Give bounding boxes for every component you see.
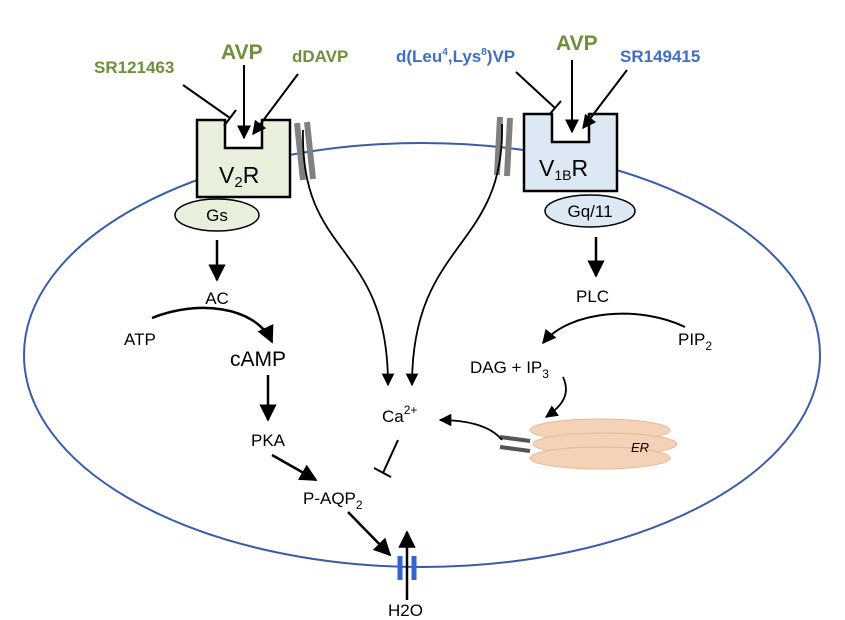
avp-left-label: AVP (221, 41, 263, 64)
pip2-to-dag-ip3-arrow (542, 312, 686, 345)
pka-label: PKA (251, 431, 286, 450)
pip2-label: PIP2 (678, 330, 712, 353)
atp-to-camp-arrow (151, 306, 274, 344)
dag-ip3-label: DAG + IP3 (470, 358, 549, 381)
sr121463-label: SR121463 (94, 58, 174, 77)
left-calcium-influx-arrow (302, 129, 395, 387)
avp-right-label: AVP (556, 32, 598, 55)
sr121463-inhibit-bar (223, 109, 237, 127)
p-aqp2-label: P-AQP2 (303, 489, 363, 512)
ddavp-label: dDAVP (292, 47, 348, 66)
pka-to-paqp2-arrow (271, 453, 318, 482)
endoplasmic-reticulum: ER (499, 418, 678, 470)
er-calcium-release-arrow (438, 413, 503, 441)
plc-label: PLC (576, 287, 609, 306)
ddavp-arrow (252, 73, 299, 136)
ip3-to-er-arrow (544, 376, 567, 418)
right-calcium-influx-arrow (405, 123, 503, 387)
leu-lys-vp-inhibit-bar (548, 100, 562, 116)
v1b-receptor: V1BR (522, 112, 619, 193)
svg-text:V2R: V2R (219, 162, 259, 191)
leu-lys-vp-label: d(Leu4,Lys8)VP (396, 47, 515, 66)
calcium-inhibit-bar (373, 467, 392, 478)
left-calcium-channel (294, 121, 316, 181)
svg-text:Gq/11: Gq/11 (567, 202, 612, 221)
sr149415-arrow (582, 69, 628, 130)
sr121463-inhibit-line (182, 84, 231, 119)
gq11-protein: Gq/11 (544, 194, 636, 228)
leu-lys-vp-inhibit-line (515, 71, 556, 109)
water-label: H2O (388, 601, 423, 620)
right-calcium-channel (494, 116, 513, 177)
calcium-label: Ca2+ (382, 403, 417, 426)
svg-text:Gs: Gs (206, 206, 228, 225)
cell-membrane (23, 142, 821, 568)
paqp2-to-aquaporin-arrow (347, 511, 392, 557)
er-label: ER (631, 440, 649, 455)
gs-protein: Gs (174, 198, 260, 232)
ac-label: AC (205, 289, 229, 308)
svg-text:V1BR: V1BR (539, 155, 588, 183)
aquaporin-channel (397, 556, 417, 580)
atp-label: ATP (124, 330, 156, 349)
sr149415-label: SR149415 (620, 47, 700, 66)
camp-label: cAMP (230, 348, 286, 371)
calcium-inhibit-line (382, 439, 399, 474)
